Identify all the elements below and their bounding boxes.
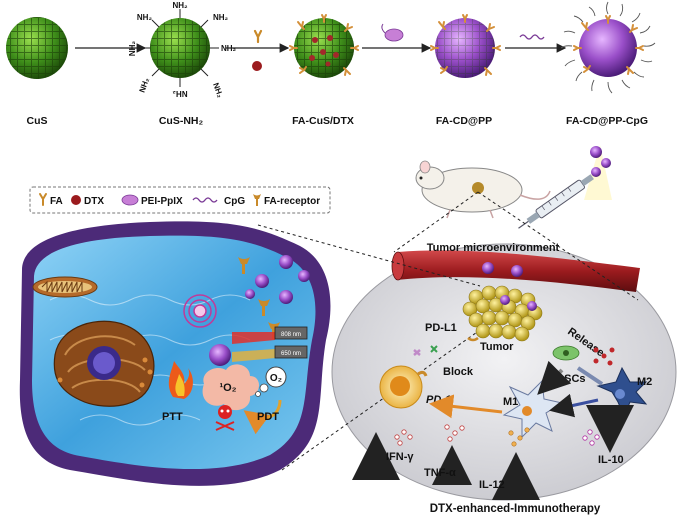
fa-y-icon [253,29,263,44]
pei-ppix-icon [121,194,139,206]
il-12-label: IL-12 [479,479,505,491]
immunotherapy-title: DTX-enhanced-Immunotherapy [430,503,601,515]
label-fa-cus-dtx: FA-CuS/DTX [292,115,354,127]
cpg-wave-icon [519,34,545,40]
amine-label: NH₂ [213,13,229,22]
m2-label: M2 [637,376,652,388]
np-fa-cd-pp-cpg [560,1,656,94]
amine-label: NH₂ [138,76,152,94]
pei-ppix-icon [381,23,404,42]
amine-label: NH₂ [172,89,188,98]
tumor-cluster [462,285,543,342]
amine-label: NH₂ [211,82,225,100]
flame-icon [168,361,193,399]
antibody-icon [413,349,421,356]
ifn-gamma-label: IFN-γ [386,451,414,463]
zoom-lines [257,191,639,471]
mdsc-cell [552,345,580,361]
tumor-label: Tumor [480,341,514,353]
oxygen-icon: O₂ [255,366,287,397]
label-fa-cd-pp: FA-CD@PP [436,115,492,127]
pdt-arrow [243,399,282,435]
release-dots [593,347,615,366]
label-fa-cd-pp-cpg: FA-CD@PP-CpG [566,115,648,127]
cytokine-dots [394,424,600,447]
legend-label-fa: FA [50,196,63,207]
t-cell [379,365,428,409]
laser-808: 808 nm [232,326,308,344]
pd-l1-label: PD-L1 [425,322,457,334]
immune-arrows [352,360,634,500]
np-cus-nh2 [141,9,219,87]
ptt-label: PTT [162,411,183,423]
fa-receptor-icon [253,194,261,206]
singlet-oxygen-label: ¹O₂ [219,382,236,394]
oxygen-label: O₂ [270,373,282,384]
il-10-label: IL-10 [598,454,624,466]
mitochondrion-icon [32,276,98,298]
np-cus [6,17,68,79]
block-label: Block [443,366,474,378]
legend-label-pei-ppix: PEI-PpIX [141,196,183,207]
dtx-sphere-icon [252,61,262,71]
m1-label: M1 [503,396,518,408]
amine-label: NH₂ [172,1,188,10]
block-x-icon [430,345,438,353]
syringe-icon [518,174,594,229]
blood-vessel [391,250,640,292]
fa-y-icon [39,193,47,206]
mouse-icon [415,160,551,219]
legend-label-fa-receptor: FA-receptor [264,196,320,207]
np-small-icon [590,146,611,177]
tumor-microenvironment-label: Tumor microenvironment [427,242,560,254]
np-membrane [209,255,310,366]
pdt-label: PDT [257,411,279,423]
legend: FA DTX PEI-PpIX CpG FA-receptor [39,193,320,207]
singlet-oxygen-cloud: ¹O₂ [202,364,259,411]
label-cus: CuS [27,115,48,127]
pd-l1-icon [467,336,479,342]
legend-box [29,186,331,214]
laser-650-label: 650 nm [281,351,301,357]
np-fa-cd-pp [430,14,501,78]
amine-label: NH₂ [128,41,137,57]
legend-label-dtx: DTX [84,196,104,207]
tnf-alpha-label: TNF-α [424,467,456,479]
heat-rings-icon [183,294,217,328]
nucleus-icon [53,320,155,407]
cpg-wave-icon [192,197,218,203]
laser-650: 650 nm [232,345,308,362]
legend-label-cpg: CpG [224,196,245,207]
skull-icon [215,405,235,431]
m1-macrophage [502,379,564,439]
dtx-sphere-icon [71,195,81,205]
amine-label: NH₂ [137,13,153,22]
laser-808-label: 808 nm [281,332,301,338]
label-cus-nh2: CuS-NH₂ [159,115,204,127]
np-fa-cus-dtx [289,14,359,78]
